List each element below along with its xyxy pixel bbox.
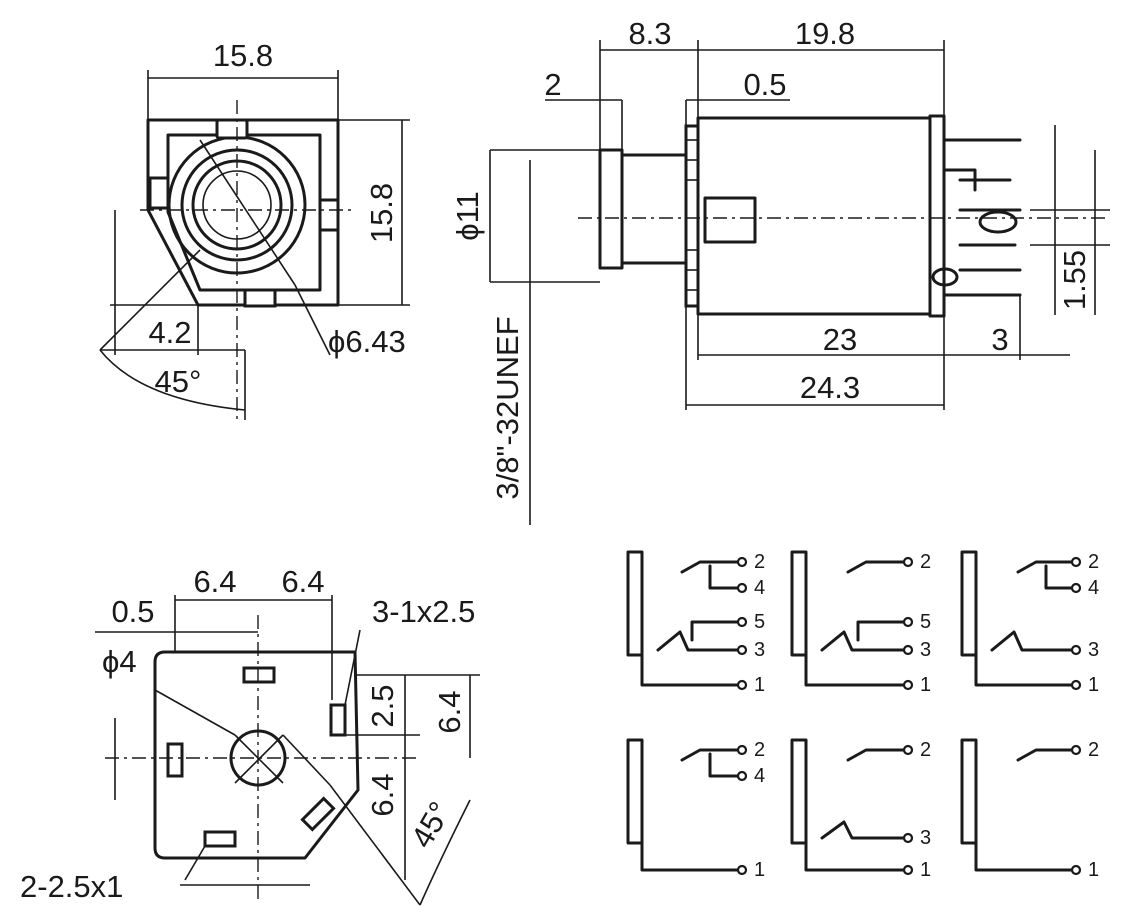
- pin-label: 2: [754, 551, 765, 573]
- schematics: 2 4 5 3 1 2 5 3 1: [626, 550, 1099, 881]
- side-view: 8.3 19.8 2 0.5 ϕ11 3/8"-32UNEF 1.55 23 3…: [450, 16, 1110, 525]
- schematic-r2c2: 2 3 1: [790, 738, 931, 881]
- pin-label: 3: [1088, 639, 1099, 661]
- pitch-b-label: 6.4: [281, 564, 324, 599]
- pin-label: 4: [1088, 577, 1099, 599]
- pin-pitch-label: 1.55: [1057, 250, 1092, 310]
- pcb-offset-label: 0.5: [111, 594, 154, 629]
- pin-label: 1: [1088, 674, 1099, 696]
- pin-label: 5: [920, 611, 931, 633]
- vert-c-label: 6.4: [365, 773, 400, 816]
- pin-label: 5: [754, 611, 765, 633]
- front-bore-label: ϕ6.43: [328, 324, 406, 359]
- washer-label: 0.5: [743, 67, 786, 102]
- flange-label: 2: [544, 67, 561, 102]
- pin-label: 2: [1088, 739, 1099, 761]
- overall-length-label: 24.3: [800, 370, 860, 405]
- pin-label: 3: [920, 639, 931, 661]
- mount-slots-label: 2-2.5x1: [20, 869, 123, 904]
- body-dim-label: 23: [823, 322, 857, 357]
- pin-label: 2: [920, 739, 931, 761]
- thread-dia-label: ϕ11: [450, 191, 485, 241]
- pin-label: 4: [754, 765, 765, 787]
- pin-label: 1: [1088, 859, 1099, 881]
- pin-label: 2: [1088, 551, 1099, 573]
- pin-label: 1: [754, 674, 765, 696]
- vert-b-label: 6.4: [432, 690, 467, 733]
- body-length-label: 19.8: [795, 16, 855, 51]
- pin-label: 3: [920, 827, 931, 849]
- pin-label: 1: [754, 859, 765, 881]
- pin-label: 3: [754, 639, 765, 661]
- schematic-r1c2: 2 5 3 1: [790, 550, 931, 696]
- vert-a-label: 2.5: [365, 684, 400, 727]
- front-height-label: 15.8: [364, 183, 399, 243]
- pin-label: 4: [754, 577, 765, 599]
- schematic-r2c1: 2 4 1: [626, 738, 765, 881]
- slot-pins-label: 3-1x2.5: [372, 594, 475, 629]
- front-angle-label: 45°: [155, 364, 202, 399]
- schematic-r1c1: 2 4 5 3 1: [626, 550, 765, 696]
- pcb-angle-label: 45°: [404, 796, 458, 854]
- schematic-r2c3: 2 1: [960, 738, 1099, 881]
- front-view: 15.8 15.8 4.2 45° ϕ6.43: [99, 38, 410, 420]
- pin-length-label: 3: [991, 322, 1008, 357]
- front-width-label: 15.8: [213, 38, 273, 73]
- pcb-layout: 6.4 6.4 0.5 3-1x2.5 ϕ4 2.5 6.4 6.4 45° 2…: [20, 564, 480, 906]
- hole-label: ϕ4: [102, 644, 137, 679]
- front-length-label: 8.3: [628, 16, 671, 51]
- pin-label: 2: [920, 551, 931, 573]
- thread-spec-label: 3/8"-32UNEF: [490, 316, 525, 499]
- pin-label: 1: [920, 674, 931, 696]
- pin-label: 2: [754, 739, 765, 761]
- pin-label: 1: [920, 859, 931, 881]
- front-offset-label: 4.2: [148, 315, 191, 350]
- pitch-a-label: 6.4: [193, 564, 236, 599]
- schematic-r1c3: 2 4 3 1: [960, 550, 1099, 696]
